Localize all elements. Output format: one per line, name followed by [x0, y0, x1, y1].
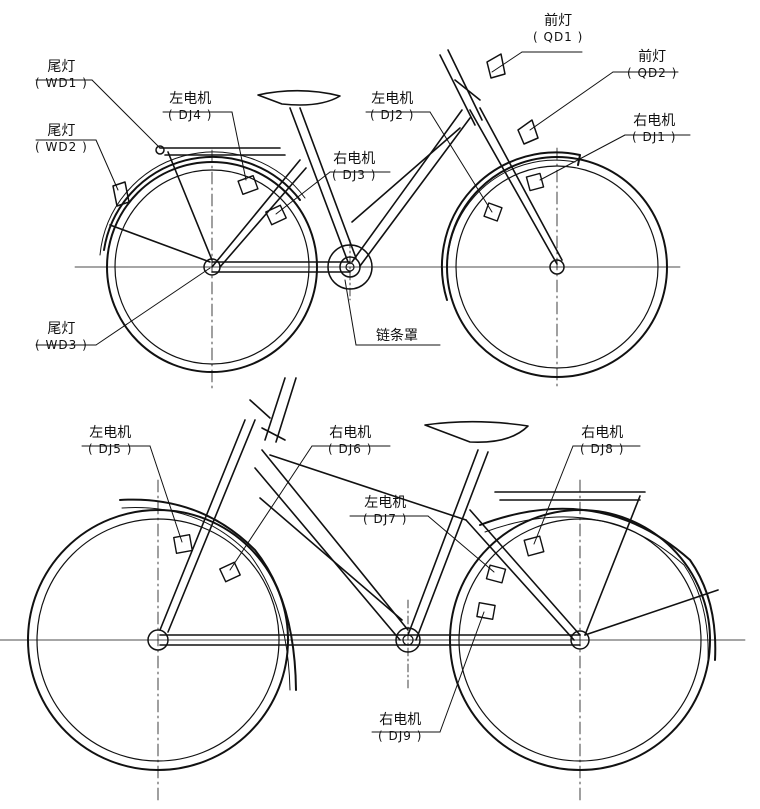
bottom-front-wheel	[27, 498, 297, 771]
label-dj3-code: DJ3	[332, 169, 376, 181]
top-front-wheel	[440, 151, 668, 378]
top-rear-wheel	[99, 151, 318, 373]
label-dj4: 左电机 DJ4	[168, 92, 212, 121]
label-wd1-code: WD1	[35, 77, 88, 89]
label-wd3: 尾灯 WD3	[35, 322, 88, 351]
label-dj6: 右电机 DJ6	[328, 426, 372, 455]
top-bicycle	[35, 49, 691, 391]
label-dj7: 左电机 DJ7	[363, 496, 407, 525]
label-qd2: 前灯 QD2	[627, 50, 677, 79]
label-dj4-name: 左电机	[169, 91, 212, 107]
label-qd2-name: 前灯	[638, 49, 667, 65]
bottom-frame	[159, 377, 719, 646]
label-dj6-code: DJ6	[328, 443, 372, 455]
top-motors	[237, 172, 545, 226]
top-lights	[112, 53, 539, 207]
label-qd2-code: QD2	[627, 67, 677, 79]
label-dj9: 右电机 DJ9	[378, 713, 422, 742]
label-wd3-name: 尾灯	[47, 321, 76, 337]
label-dj6-name: 右电机	[329, 425, 372, 441]
label-qd1: 前灯 QD1	[533, 14, 583, 43]
top-frame	[109, 49, 563, 273]
label-dj2-code: DJ2	[370, 109, 414, 121]
label-chain-guard: 链条罩	[376, 328, 418, 344]
label-wd2: 尾灯 WD2	[35, 124, 88, 153]
label-dj5-code: DJ5	[88, 443, 132, 455]
label-dj1-code: DJ1	[632, 131, 676, 143]
bottom-rear-wheel	[449, 507, 717, 771]
label-wd2-code: WD2	[35, 141, 88, 153]
label-dj3: 右电机 DJ3	[332, 152, 376, 181]
bottom-crank	[395, 627, 421, 653]
label-dj5: 左电机 DJ5	[88, 426, 132, 455]
label-qd1-code: QD1	[533, 31, 583, 43]
label-dj9-code: DJ9	[378, 730, 422, 742]
label-dj7-code: DJ7	[363, 513, 407, 525]
bottom-bicycle	[0, 377, 746, 801]
label-dj9-name: 右电机	[379, 712, 422, 728]
label-dj1-name: 右电机	[633, 113, 676, 129]
label-wd1-name: 尾灯	[47, 59, 76, 75]
top-crank	[327, 244, 373, 290]
bottom-motors	[173, 534, 545, 620]
label-dj2-name: 左电机	[371, 91, 414, 107]
label-dj1: 右电机 DJ1	[632, 114, 676, 143]
label-wd2-name: 尾灯	[47, 123, 76, 139]
label-dj5-name: 左电机	[89, 425, 132, 441]
label-dj8-name: 右电机	[581, 425, 624, 441]
label-dj3-name: 右电机	[333, 151, 376, 167]
top-leader-lines	[35, 51, 691, 346]
label-dj8-code: DJ8	[580, 443, 624, 455]
label-wd3-code: WD3	[35, 339, 88, 351]
label-dj4-code: DJ4	[168, 109, 212, 121]
label-dj2: 左电机 DJ2	[370, 92, 414, 121]
label-wd1: 尾灯 WD1	[35, 60, 88, 89]
label-qd1-name: 前灯	[544, 13, 573, 29]
bottom-leader-lines	[81, 445, 641, 733]
label-dj8: 右电机 DJ8	[580, 426, 624, 455]
label-dj7-name: 左电机	[364, 495, 407, 511]
